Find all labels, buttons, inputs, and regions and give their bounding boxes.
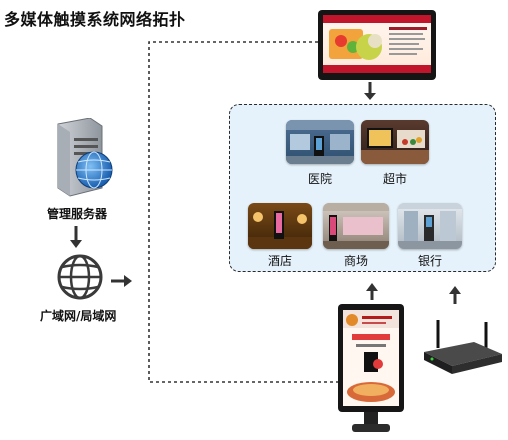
hotel-photo — [248, 203, 312, 249]
diagram-title: 多媒体触摸系统网络拓扑 — [4, 10, 186, 29]
kiosk-to-venues-arrowhead — [366, 283, 378, 291]
network-to-loop-arrowhead — [124, 275, 132, 287]
mall-photo — [323, 203, 389, 249]
venue-label-hospital: 医院 — [307, 172, 332, 186]
venue-label-mall: 商场 — [343, 254, 368, 268]
wall-display-screen — [323, 15, 431, 73]
venue-label-bank: 银行 — [417, 254, 442, 268]
network-label: 广域网/局域网 — [40, 309, 117, 323]
box-to-venues-arrowhead — [449, 286, 461, 294]
hospital-photo — [286, 120, 354, 164]
wall-display-monitor — [318, 10, 436, 80]
bank-photo — [398, 203, 462, 249]
server-icon — [50, 117, 120, 200]
kiosk-display — [338, 304, 404, 436]
network-globe-icon — [55, 252, 105, 302]
dashed-loop-connector — [148, 41, 338, 383]
server-to-network-arrowhead — [70, 240, 82, 248]
media-player-box — [420, 318, 504, 376]
venue-label-supermarket: 超市 — [382, 172, 407, 186]
supermarket-photo — [361, 120, 429, 164]
monitor-to-venues-arrowhead — [364, 93, 376, 100]
server-label: 管理服务器 — [47, 207, 108, 221]
venue-label-hotel: 酒店 — [267, 254, 292, 268]
